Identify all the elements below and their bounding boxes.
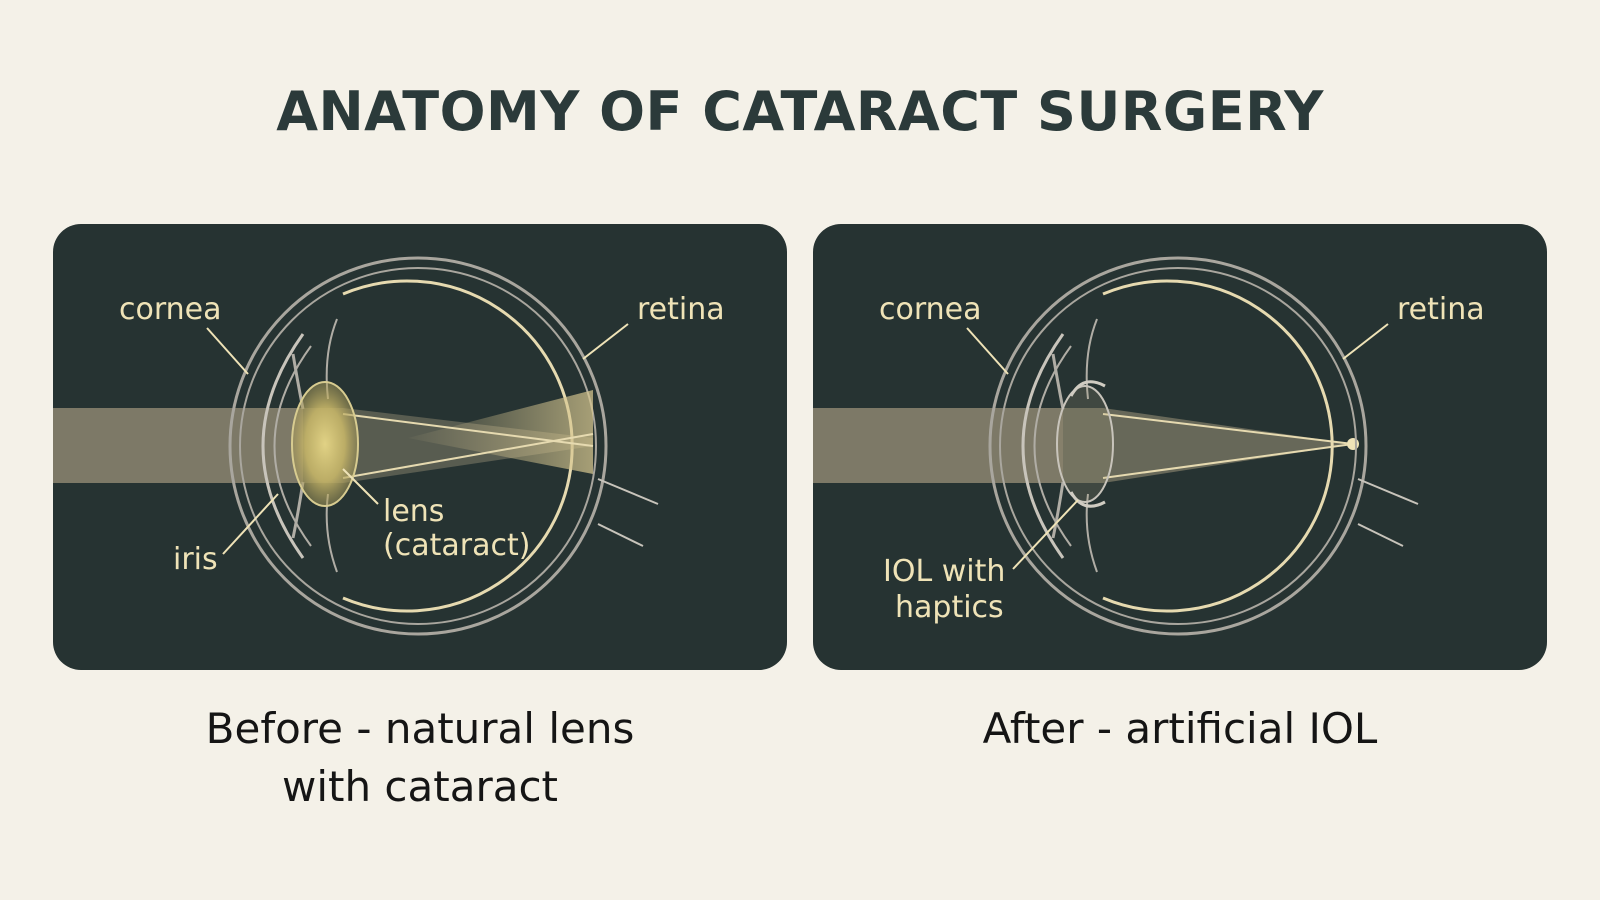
sclera-outline (988, 256, 1368, 636)
cornea-leader (206, 327, 249, 375)
before-caption-line1: Before - natural lens (205, 704, 635, 753)
retina-label: retina (637, 292, 725, 327)
cornea-leader (966, 327, 1009, 375)
iol-label: IOL with (883, 554, 1006, 589)
iris-leader (222, 493, 279, 555)
before-caption-line2: with cataract (281, 762, 559, 811)
iris-label: iris (173, 542, 218, 577)
cornea-label: cornea (879, 292, 982, 327)
after-caption: After - artificial IOL (813, 700, 1547, 758)
retina-leader (1342, 323, 1389, 360)
focused-rays (1063, 408, 1353, 483)
optic-nerve (1357, 478, 1419, 505)
optic-nerve (597, 478, 659, 505)
after-diagram-panel: cornea retina IOL with haptics (813, 224, 1547, 670)
lens-label: lens (383, 494, 445, 529)
cornea-outline (1021, 333, 1065, 559)
light-beam (53, 408, 303, 483)
iol-label-haptics: haptics (895, 590, 1004, 625)
eye-after-illustration (813, 256, 1419, 636)
retina-outline (1102, 279, 1334, 613)
before-diagram-panel: cornea retina iris lens (cataract) (53, 224, 787, 670)
eye-before-illustration (53, 256, 659, 636)
scattered-light (408, 390, 593, 474)
choroid-outline (999, 267, 1357, 625)
lens-leader (342, 468, 379, 505)
lens-label-cataract: (cataract) (383, 528, 531, 563)
page-title: ANATOMY OF CATARACT SURGERY (276, 80, 1324, 143)
iris-upper (1051, 353, 1065, 410)
focal-point (1347, 438, 1359, 450)
sclera-outline (228, 256, 608, 636)
after-caption-line1: After - artificial IOL (982, 704, 1378, 753)
cornea-outline (261, 333, 305, 559)
iris-lower (291, 481, 305, 539)
before-caption: Before - natural lens with cataract (53, 700, 787, 816)
iol-lens (1056, 385, 1114, 503)
iol-haptic-top (1069, 380, 1106, 397)
cataract-lens (291, 381, 359, 507)
retina-leader (582, 323, 629, 360)
cornea-label: cornea (119, 292, 222, 327)
choroid-outline (239, 267, 597, 625)
iol-haptic-bottom (1069, 491, 1106, 508)
retina-label: retina (1397, 292, 1485, 327)
iol-leader (1012, 499, 1079, 570)
light-beam (813, 408, 1063, 483)
iris-lower (1051, 481, 1065, 539)
